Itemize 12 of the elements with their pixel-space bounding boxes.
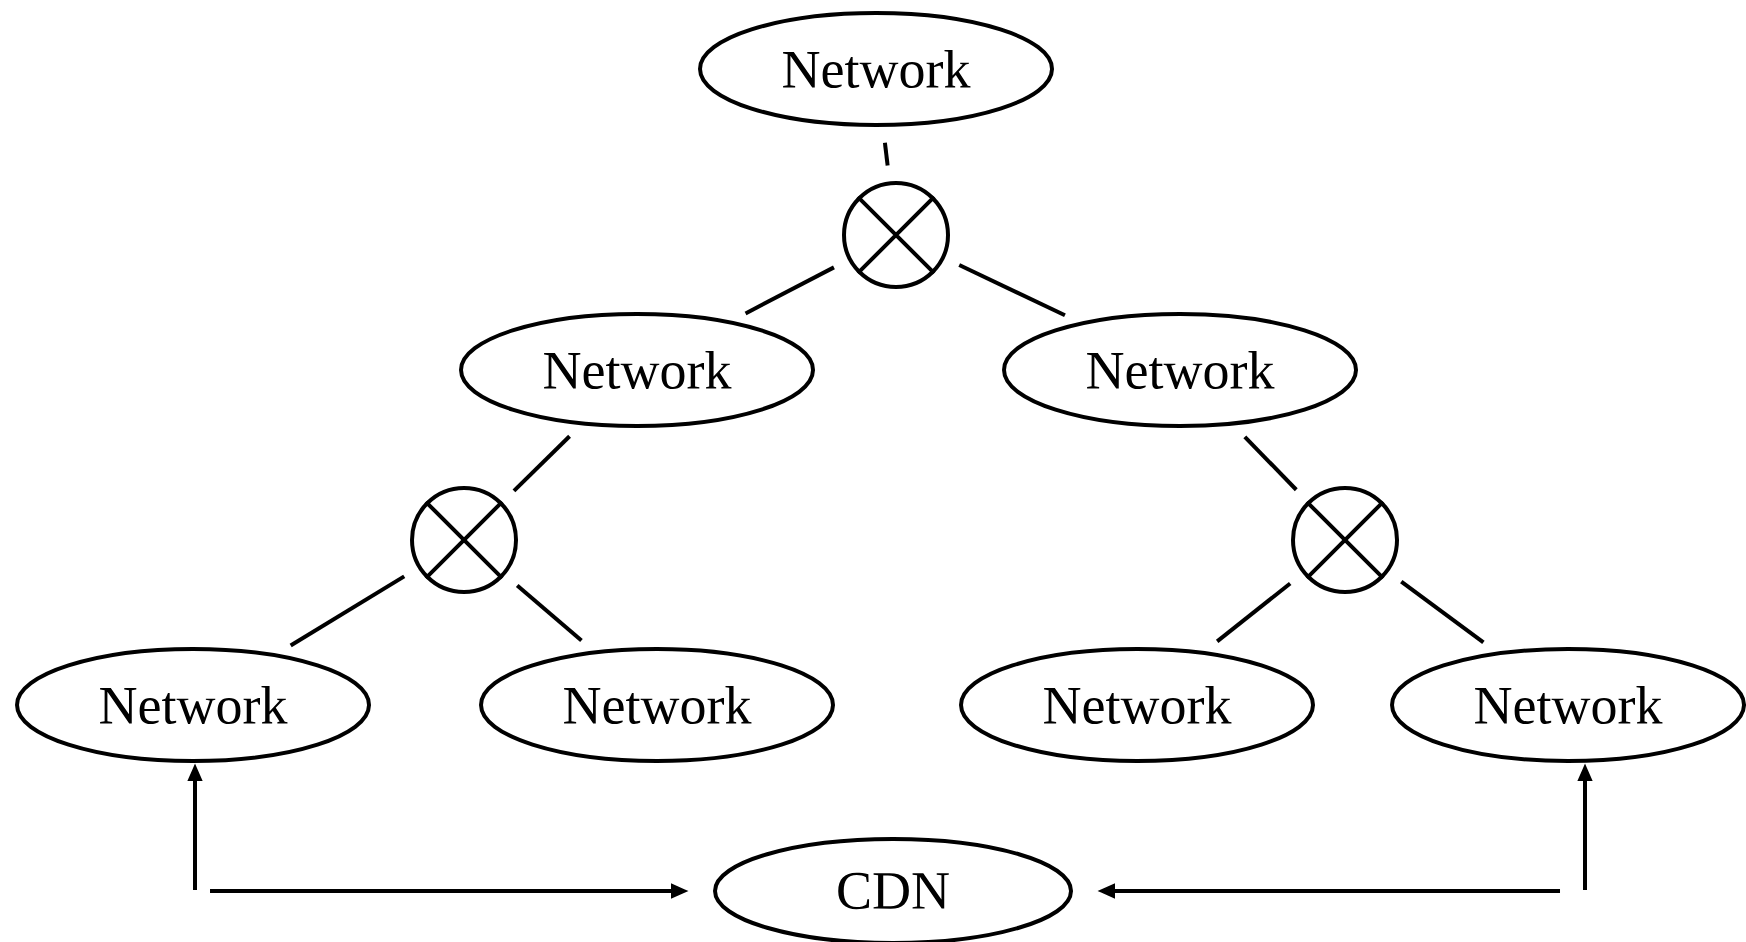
connector-line — [882, 142, 890, 166]
connector-line — [515, 583, 583, 642]
crossed-circle — [1291, 486, 1399, 594]
connector-line — [1243, 435, 1298, 492]
crossed-circle — [842, 181, 950, 289]
connector-line — [958, 263, 1066, 318]
connector-line — [512, 434, 571, 493]
connector-line — [289, 574, 406, 648]
crossed-circle — [410, 486, 518, 594]
connector-line — [1400, 580, 1485, 644]
connector-line — [1215, 581, 1292, 643]
connector-line — [744, 265, 835, 316]
